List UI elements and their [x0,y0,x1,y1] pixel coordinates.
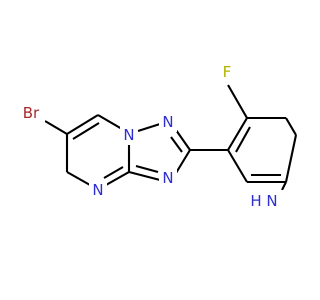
bond-c6-c5 [66,114,99,135]
atom-label-nh2-n: N [266,192,277,210]
bond-c5-n-bridge [97,114,123,130]
bond-c8a-n-pyrimidine-double [103,166,124,179]
bond-aryl-c1-c2 [227,117,248,151]
aniline-ring-bonds [190,84,298,191]
bond-c6-br [44,120,68,135]
bond-aryl-c5-nh2 [281,181,287,191]
bond-aryl-c3-c4 [285,117,297,136]
bond-n-bridge-n-top [137,122,161,133]
atom-label-n-triazole-bottom: N [162,169,173,187]
bond-c6-c5-double [72,122,100,140]
pyrimidine-ring-bonds [44,114,131,186]
molecule-structure-diagram: Br F N N N N H N [17,62,298,212]
atom-label-f: F [223,63,232,81]
atom-labels: Br F N N N N H N [17,62,285,212]
bond-aryl-c4-c5 [284,134,298,183]
bond-n-bottom-c8a-double [135,164,159,174]
bond-aryl-c2-f [227,84,248,119]
bond-n-top-c2 [175,129,191,151]
atom-label-nh2-h: H [250,192,261,210]
bond-n-top-c2-double [170,136,183,153]
bond-n-bottom-c8a [128,170,161,182]
atom-label-n-pyrimidine: N [92,181,103,199]
bond-n-pyrimidine-c7 [66,171,91,186]
bond-aryl-c1-c2-double [235,126,251,153]
bond-c8a-n-pyrimidine [105,171,130,186]
atom-label-n-triazole-top: N [162,113,173,131]
bond-c2-n-bottom [175,149,191,174]
bond-aryl-c6-c1 [227,149,248,183]
atom-label-br: Br [23,104,40,122]
atom-label-n-bridge: N [123,126,134,144]
triazole-ring-bonds [128,122,191,182]
